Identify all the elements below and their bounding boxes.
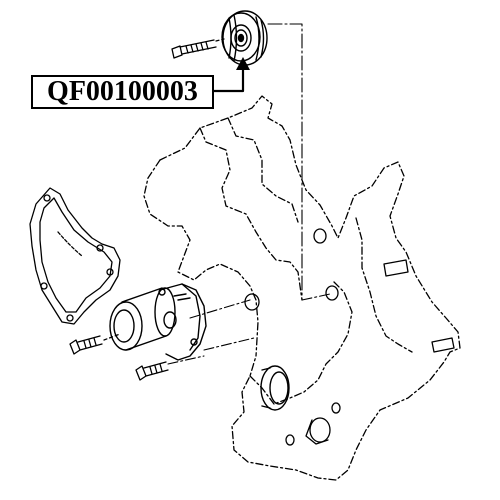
pump-bolt-upper xyxy=(69,333,121,355)
pulley-bolt xyxy=(171,38,225,59)
idler-pulley xyxy=(221,10,268,66)
water-pump xyxy=(109,283,207,361)
cover-bosses xyxy=(244,228,455,446)
pump-alignment-lines xyxy=(167,293,331,365)
label-leader xyxy=(212,57,250,93)
oil-seal xyxy=(260,365,290,411)
water-pump-gasket xyxy=(29,187,121,325)
pump-bolt-lower xyxy=(135,361,169,381)
timing-cover xyxy=(143,95,461,481)
part-number-label: QF00100003 xyxy=(31,75,214,109)
pulley-centerline xyxy=(267,23,303,301)
